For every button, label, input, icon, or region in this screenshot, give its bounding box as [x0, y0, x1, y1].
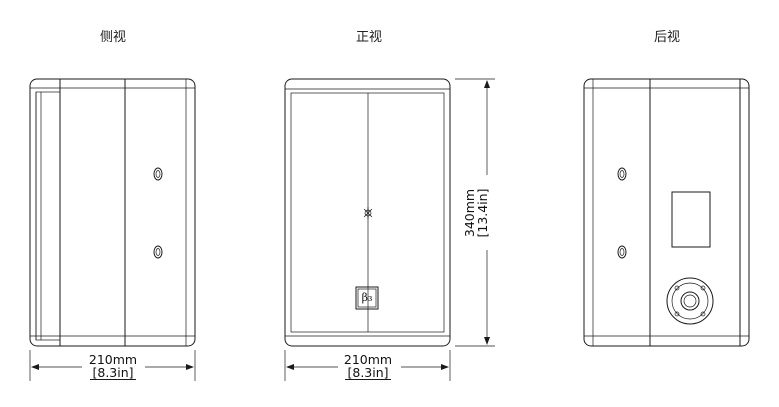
brand-badge: β₃	[361, 291, 373, 304]
side-view-drawing	[29, 78, 196, 381]
back-view-drawing	[583, 78, 750, 347]
side-view-title: 侧视	[99, 30, 126, 45]
side-width-in: [8.3in]	[90, 365, 136, 380]
front-width-dimension: 210mm [8.3in]	[333, 353, 403, 380]
back-view-title: 后视	[653, 30, 680, 45]
side-width-dimension: 210mm [8.3in]	[78, 353, 148, 380]
front-height-in: [13.4in]	[475, 188, 490, 238]
side-width-mm: 210mm	[88, 352, 138, 367]
front-view-title: 正视	[355, 30, 382, 45]
front-width-in: [8.3in]	[345, 365, 391, 380]
front-width-mm: 210mm	[343, 352, 393, 367]
front-height-dimension: 340mm [13.4in]	[462, 173, 491, 253]
front-view-drawing	[284, 78, 495, 381]
